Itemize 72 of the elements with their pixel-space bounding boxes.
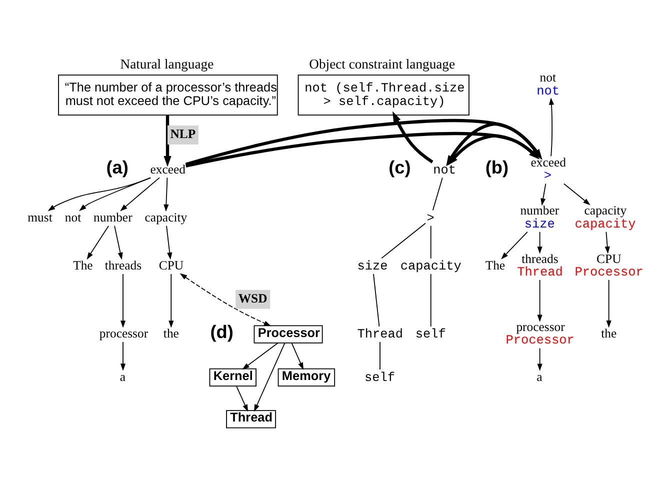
arrow (537, 278, 542, 322)
node-text: threads (104, 258, 142, 272)
node-text: the (601, 326, 617, 340)
node-text: CPU Processor (574, 251, 644, 279)
node-text: a (120, 369, 126, 384)
connector (432, 176, 443, 210)
connector (373, 273, 380, 326)
node-text: exceed > (530, 155, 566, 183)
node-text: self (415, 326, 446, 342)
node-text: capacity capacity (574, 203, 636, 231)
connector (430, 273, 432, 326)
node-text: processor Processor (506, 319, 574, 348)
arrow (164, 176, 169, 212)
arrow (86, 224, 110, 260)
arrow (537, 230, 542, 254)
edge-label: NLP (170, 126, 196, 140)
node-text: self (364, 369, 396, 384)
node-text: > (426, 210, 434, 225)
node-text: the (163, 326, 179, 340)
arrow (120, 273, 126, 328)
node-box: “The number of a processor’s threads must not exceed the CPU’s capacity.” (58, 74, 278, 115)
node-text: The (485, 258, 506, 272)
node-text: number (94, 210, 132, 224)
node-text: Thread (357, 326, 404, 342)
node-label: Object constraint language (309, 56, 456, 72)
arrow (168, 273, 174, 328)
arrow (166, 224, 172, 260)
connector (381, 222, 426, 258)
node-box: Processor (254, 324, 323, 343)
node-text: not (433, 162, 456, 177)
arrow (120, 341, 126, 370)
node-text: not (64, 210, 82, 224)
node-text: size (357, 258, 388, 274)
node-text: a (536, 369, 542, 384)
node-text: capacity (400, 258, 462, 274)
node-text: not not (536, 70, 560, 98)
node-box: Thread (226, 410, 276, 428)
arrow (501, 230, 528, 259)
node-text: number size (520, 203, 560, 231)
node-box: not (self.Thread.size > self.capacity) (298, 74, 470, 115)
arrow (242, 342, 278, 370)
label: (c) (388, 157, 411, 178)
label: (d) (210, 321, 234, 342)
arrow (164, 115, 172, 166)
node-text: capacity (144, 210, 188, 224)
node-text: threads Thread (517, 251, 563, 279)
arrow (606, 278, 612, 328)
arrow (254, 342, 286, 412)
edge-label: WSD (238, 290, 268, 305)
node-text: The (73, 258, 93, 272)
arrow (548, 97, 554, 156)
node-box: Kernel (209, 368, 256, 386)
connector (430, 224, 432, 258)
label: (a) (106, 157, 128, 178)
arrow (48, 176, 152, 211)
node-label: Natural language (120, 56, 214, 72)
arrow (291, 342, 304, 370)
arrow (236, 385, 248, 412)
arrow (114, 224, 123, 260)
node-box: Memory (278, 368, 336, 386)
node-text: processor (99, 326, 148, 340)
arrow (120, 176, 160, 211)
arrow (79, 176, 151, 211)
arrow (537, 347, 542, 371)
node-text: CPU (158, 258, 184, 272)
node-text: exceed (150, 162, 186, 176)
arrow (392, 110, 434, 163)
arrow (540, 182, 546, 206)
arrow (604, 230, 610, 254)
arrow (563, 182, 590, 205)
label: (b) (485, 157, 509, 178)
node-text: must (28, 210, 52, 224)
